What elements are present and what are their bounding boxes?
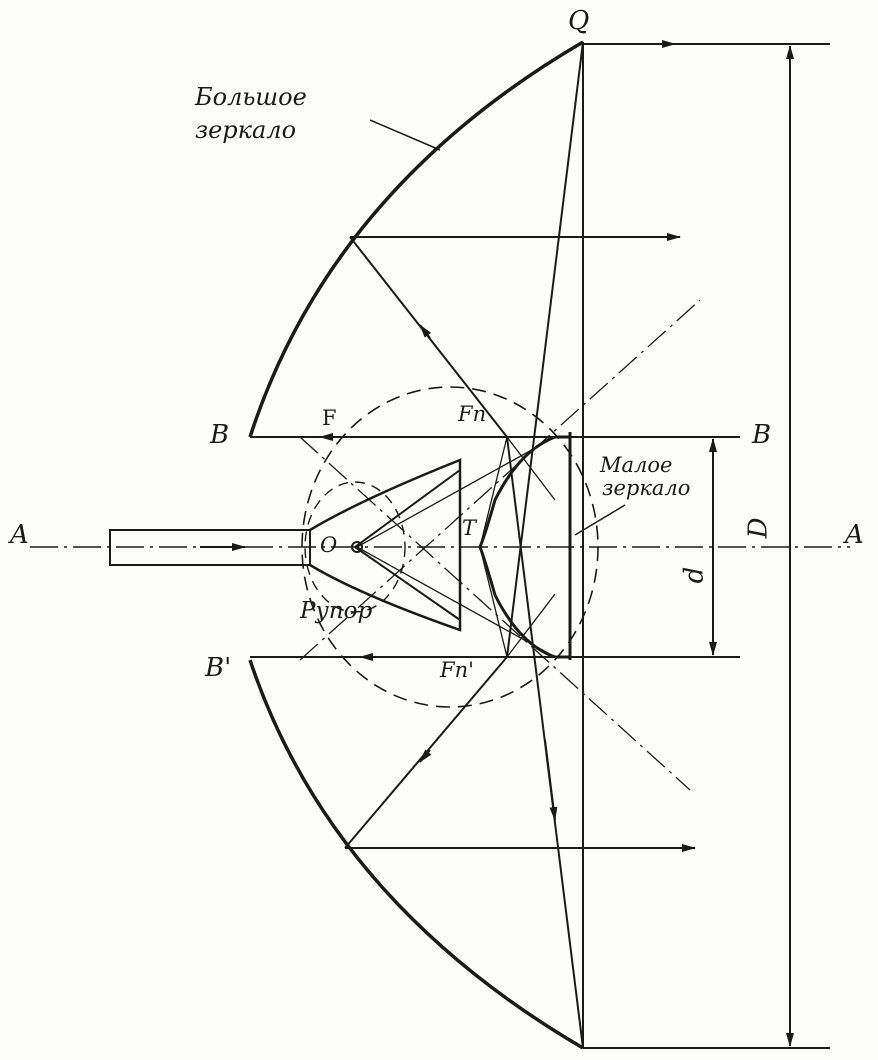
label-Fp-prime: Fп' bbox=[440, 658, 474, 682]
label-D: D bbox=[743, 517, 774, 539]
label-B-left: B bbox=[210, 420, 230, 450]
label-B-prime: B' bbox=[205, 653, 232, 683]
small-mirror-label-2: зеркало bbox=[602, 476, 691, 500]
big-mirror-lower bbox=[248, 659, 584, 1050]
label-d: d bbox=[679, 566, 710, 584]
big-mirror-label-1: Большое bbox=[195, 83, 307, 111]
label-T: T bbox=[462, 516, 477, 540]
label-A-right: A bbox=[845, 520, 864, 550]
label-Q: Q bbox=[568, 6, 590, 36]
focal-circle bbox=[301, 386, 599, 708]
label-B-right: B bbox=[752, 420, 772, 450]
horn-label: Рупор bbox=[300, 598, 373, 624]
small-mirror-label-1: Малое bbox=[600, 453, 673, 477]
horn bbox=[309, 458, 462, 632]
waveguide bbox=[109, 529, 311, 566]
label-A-left: A bbox=[10, 520, 29, 550]
label-F: F bbox=[322, 406, 337, 430]
big-mirror-upper bbox=[248, 40, 584, 438]
label-Fp: Fп bbox=[458, 402, 487, 426]
big-mirror-label-2: зеркало bbox=[195, 116, 297, 144]
label-O: O bbox=[320, 533, 338, 557]
